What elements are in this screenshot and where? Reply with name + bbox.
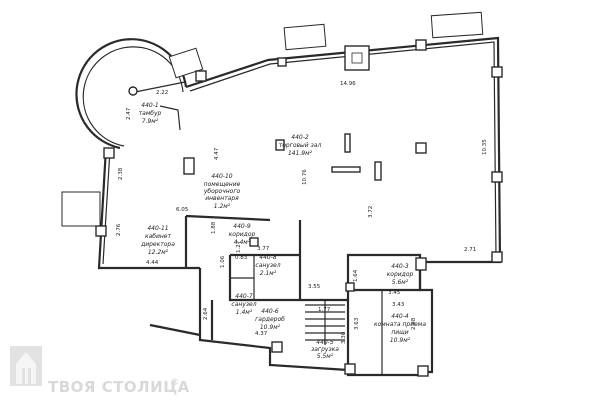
dimension-label: 2.76: [116, 223, 122, 236]
staircase: [305, 300, 345, 345]
room-label-440-9: 440-9 коридор 4.4м²: [229, 223, 256, 246]
windows: [61, 11, 484, 227]
dimension-label: 3.55: [308, 284, 321, 290]
room-number: 440-1: [141, 102, 158, 109]
room-area: 1.2м²: [214, 203, 231, 210]
dimension-label: 6.05: [176, 207, 189, 213]
dimension-label: 1.64: [353, 269, 359, 282]
dimension-label: 2.64: [203, 307, 209, 320]
room-label-440-5: 440-5 загрузка 5.5м²: [311, 339, 339, 360]
room-label-440-4: 440-4 комната приема пищи 10.9м²: [374, 313, 426, 344]
dimension-label: 3.43: [392, 302, 405, 308]
room-name: коридор: [387, 271, 414, 278]
room-number: 440-3: [391, 263, 409, 270]
dimension-label: 14.96: [340, 81, 356, 87]
dimension-labels: 2.22 2.47 14.96 10.35 4.47 10.76 3.72 2.…: [116, 81, 488, 344]
room-area: 7.9м²: [142, 118, 159, 125]
room-area: 141.9м²: [288, 150, 313, 157]
dimension-label: 3.45: [388, 290, 401, 296]
watermark-registered-mark: ®: [170, 378, 180, 388]
room-name-line3: инвентаря: [205, 195, 239, 202]
room-area: 5.5м²: [317, 353, 334, 360]
room-area: 12.2м²: [148, 249, 169, 256]
dimension-label: 3.30: [341, 331, 347, 344]
dimension-label: 10.76: [302, 169, 308, 185]
room-number: 440-11: [147, 225, 168, 232]
vestibule-pivot-icon: [128, 86, 138, 96]
room-number: 440-6: [261, 308, 279, 315]
dimension-label: 3.77: [257, 246, 270, 252]
room-number: 440-9: [233, 223, 251, 230]
room-area: 10.9м²: [390, 337, 411, 344]
dimension-label: 2.88: [411, 317, 417, 330]
dimension-label: 0.83: [235, 255, 248, 261]
room-name: кабинет: [145, 233, 172, 240]
dimension-label: 1.06: [220, 255, 226, 268]
room-label-440-3: 440-3 коридор 5.6м²: [387, 263, 414, 286]
columns: [95, 39, 503, 377]
dimension-label: 4.47: [214, 147, 220, 160]
room-number: 440-10: [211, 173, 232, 180]
outer-walls: [97, 36, 502, 377]
room-name-line2: уборочного: [203, 188, 241, 195]
room-number: 440-4: [391, 313, 409, 320]
dimension-label: 2.71: [464, 247, 476, 253]
dimension-label: 4.37: [255, 331, 268, 337]
room-number: 440-5: [316, 339, 334, 346]
room-label-440-2: 440-2 торговый зал 141.9м²: [279, 134, 322, 157]
dimension-label: 1.88: [211, 221, 217, 234]
dimension-label: 3.72: [368, 206, 374, 218]
dimension-label: 10.35: [482, 139, 488, 155]
room-name: загрузка: [311, 346, 339, 353]
room-name-line2: директора: [140, 241, 175, 248]
dimension-label: 4.44: [146, 260, 159, 266]
room-name: помещение: [204, 181, 241, 188]
room-area: 1.4м²: [236, 309, 253, 316]
room-area: 5.6м²: [392, 279, 409, 286]
room-number: 440-2: [291, 134, 309, 141]
room-area: 2.1м²: [260, 270, 277, 277]
dimension-label: 1.27: [236, 240, 242, 253]
room-area: 10.9м²: [260, 324, 281, 331]
watermark-brand: ТВОЯ СТОЛИЦА: [48, 378, 190, 396]
room-name: тамбур: [139, 110, 162, 117]
room-name: комната приема: [374, 321, 426, 328]
dimension-label: 3.63: [354, 317, 360, 330]
room-name: санузел: [255, 262, 280, 269]
dimension-label: 2.22: [156, 90, 168, 96]
room-name-line2: пищи: [391, 329, 408, 336]
watermark-logo: ТВОЯ СТОЛИЦА ®: [10, 346, 190, 396]
dimension-label: 2.38: [118, 167, 124, 180]
room-name: гардероб: [255, 316, 285, 323]
room-number: 440-7: [235, 293, 253, 300]
room-label-440-7: 440-7 санузел 1.4м²: [231, 293, 256, 316]
room-name: коридор: [229, 231, 256, 238]
room-label-440-11: 440-11 кабинет директора 12.2м²: [140, 225, 175, 256]
room-area: 4.4м²: [234, 239, 251, 246]
room-name: санузел: [231, 301, 256, 308]
room-number: 440-8: [259, 254, 277, 261]
room-label-440-1: 440-1 тамбур 7.9м²: [139, 102, 162, 125]
room-label-440-6: 440-6 гардероб 10.9м²: [255, 308, 285, 331]
room-label-440-10: 440-10 помещение уборочного инвентаря 1.…: [203, 173, 241, 210]
dimension-label: 1.77: [318, 307, 331, 313]
vestibule-440-1: [75, 38, 188, 150]
room-name: торговый зал: [279, 142, 322, 149]
room-label-440-8: 440-8 санузел 2.1м²: [255, 254, 280, 277]
dimension-label: 2.47: [126, 107, 132, 120]
